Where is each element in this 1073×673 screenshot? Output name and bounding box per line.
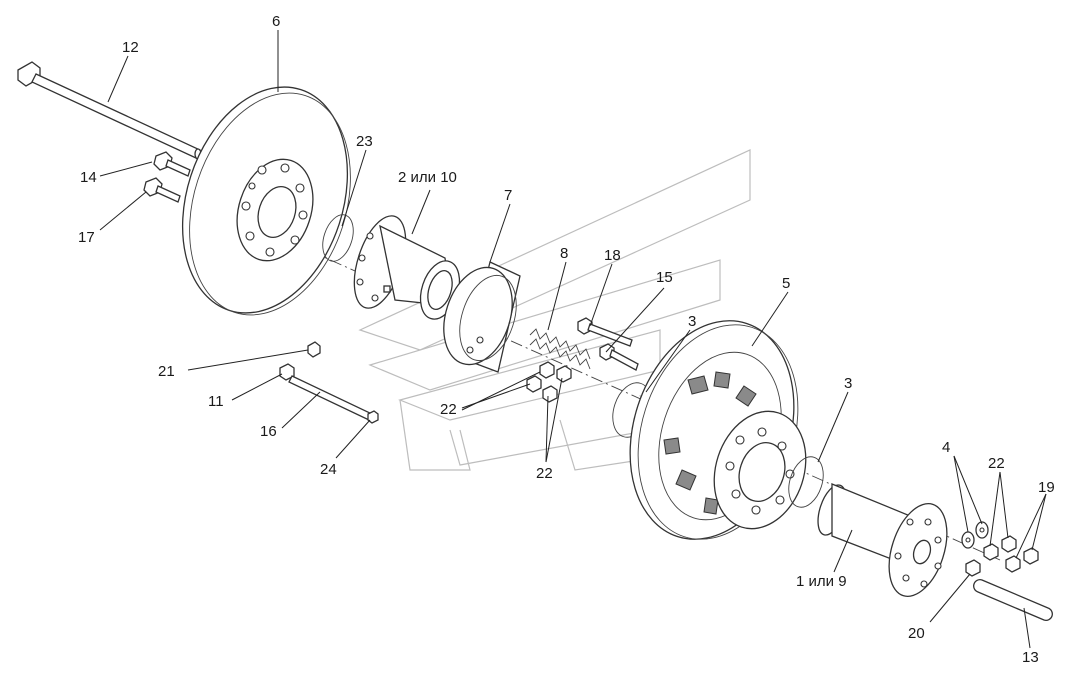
callout-12: 12	[122, 39, 139, 56]
callout-5: 5	[782, 275, 791, 292]
part-13-key	[973, 579, 1053, 621]
callout-14: 14	[80, 169, 97, 186]
part-12-long-bolt	[17, 61, 202, 160]
part-17-bolt	[143, 177, 181, 203]
callout-22-lower: 22	[536, 465, 553, 482]
part-14-bolt	[153, 151, 191, 177]
callout-7: 7	[504, 187, 513, 204]
callout-1-or-9: 1 или 9	[796, 573, 847, 590]
callout-11: 11	[208, 393, 224, 410]
part-24-nut	[367, 410, 379, 424]
callout-18: 18	[604, 247, 621, 264]
callout-16: 16	[260, 423, 277, 440]
callout-6: 6	[272, 13, 281, 30]
disc-vanes	[663, 371, 757, 515]
part-20-nut	[965, 559, 981, 577]
part-11-nut	[279, 363, 295, 381]
callout-22-right: 22	[988, 455, 1005, 472]
part-8-spring	[529, 328, 591, 370]
callout-15: 15	[656, 269, 673, 286]
callout-17: 17	[78, 229, 95, 246]
part-5-ventilated-disc	[629, 320, 807, 540]
part-4-washers	[961, 521, 989, 549]
callout-23: 23	[356, 133, 373, 150]
part-6-disc	[181, 86, 351, 316]
part-18-bolt	[577, 317, 633, 347]
part-16-stud	[288, 375, 373, 421]
part-22-nuts-right	[983, 535, 1017, 561]
leader-lines	[99, 30, 1047, 649]
callout-4: 4	[942, 439, 951, 456]
part-7-ring	[443, 261, 521, 373]
part-15-bolt	[599, 343, 639, 371]
callout-21: 21	[158, 363, 175, 380]
callout-24: 24	[320, 461, 337, 478]
part-21-nut	[307, 341, 321, 358]
callout-22-upper: 22	[440, 401, 457, 418]
callout-3-upper: 3	[688, 313, 697, 330]
part-3-snap-ring-lower	[788, 456, 824, 508]
part-1-9-shaft	[817, 483, 948, 598]
callout-19: 19	[1038, 479, 1055, 496]
part-22-nuts-left	[526, 361, 572, 403]
callout-8: 8	[560, 245, 569, 262]
callout-13: 13	[1022, 649, 1039, 666]
callout-3-lower: 3	[844, 375, 853, 392]
part-19-nuts	[1005, 547, 1039, 573]
callout-2-or-10: 2 или 10	[398, 169, 457, 186]
part-2-10-hub	[353, 215, 461, 320]
callout-20: 20	[908, 625, 925, 642]
